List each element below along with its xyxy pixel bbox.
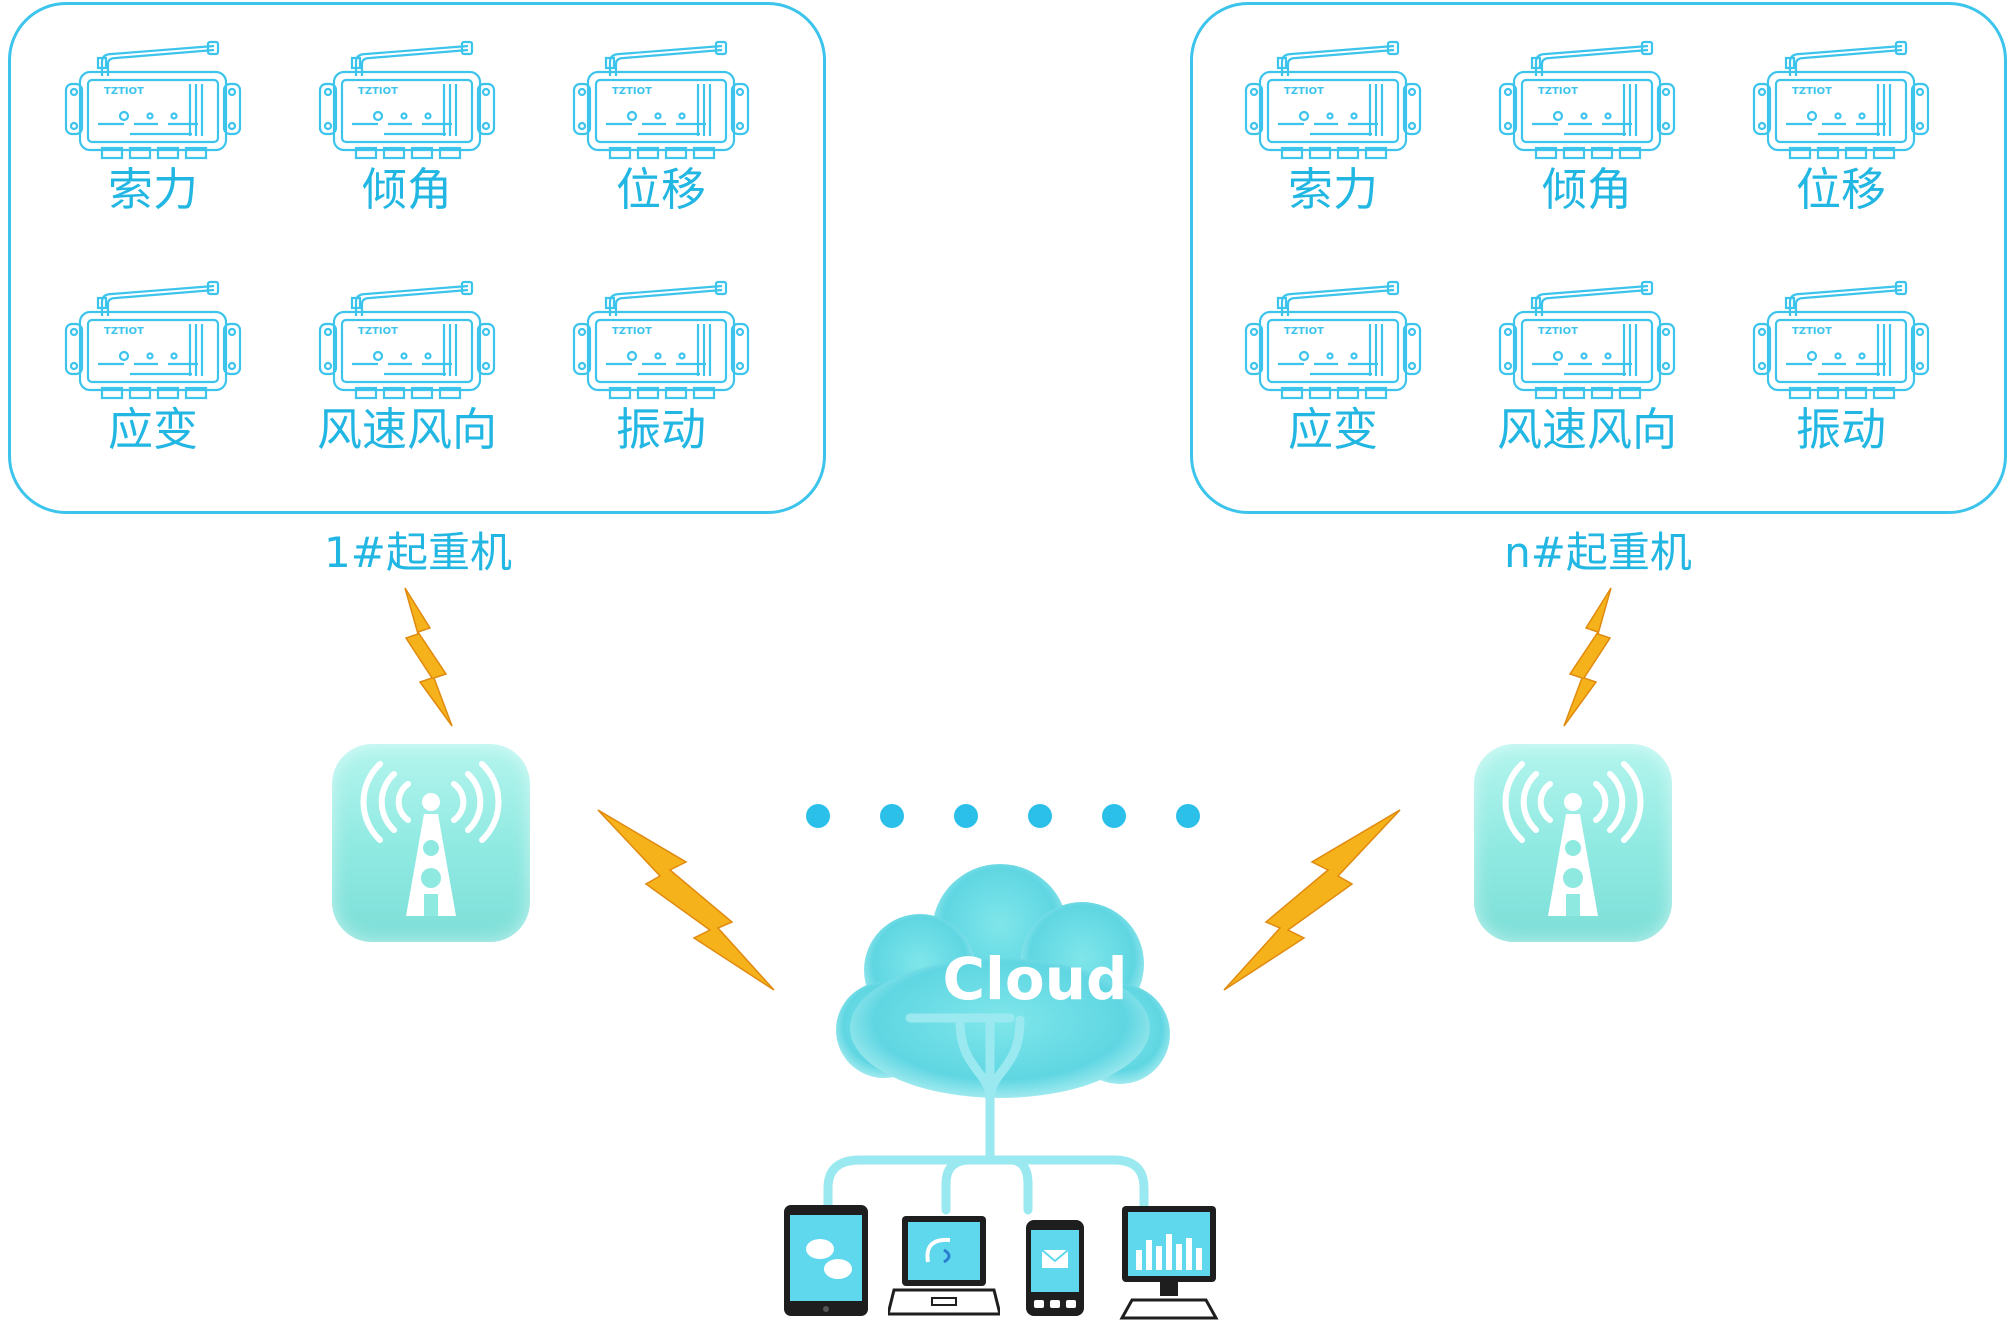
ellipsis-dot [880,804,904,828]
lightning-bolt-icon [1223,809,1401,991]
ellipsis-dot [954,804,978,828]
sensor-node-2-4: TZTIOT 应变 [1238,268,1428,458]
ellipsis-dot [1028,804,1052,828]
sensor-node-2-5: TZTIOT 风速风向 [1492,268,1682,458]
laptop-icon [888,1216,1000,1316]
sensor-label: 倾角 [1541,163,1632,216]
device-logo-text: TZTIOT [1792,86,1832,97]
wireless-sensor-device-icon: TZTIOT [1752,40,1930,160]
wireless-sensor-device-icon: TZTIOT [64,40,242,160]
device-logo-text: TZTIOT [358,326,398,337]
sensor-node-2-6: TZTIOT 振动 [1746,268,1936,458]
wireless-sensor-device-icon: TZTIOT [572,40,750,160]
sensor-node-1-4: TZTIOT 应变 [58,268,248,458]
sensor-label: 位移 [1795,163,1886,216]
wireless-sensor-device-icon: TZTIOT [1244,40,1422,160]
ellipsis-dot [1176,804,1200,828]
crane-1-label: 1#起重机 [324,528,512,577]
sensor-label: 索力 [107,163,198,216]
sensor-label: 应变 [107,403,198,456]
base-station-icon [332,744,530,942]
ellipsis-dot [1102,804,1126,828]
device-logo-text: TZTIOT [612,86,652,97]
base-station-icon [1474,744,1672,942]
phone-icon [1026,1220,1084,1316]
wireless-sensor-device-icon: TZTIOT [572,280,750,400]
crane-n-sensor-group [1190,2,2007,514]
sensor-node-2-1: TZTIOT 索力 [1238,28,1428,218]
ellipsis-dot [806,804,830,828]
device-logo-text: TZTIOT [1538,326,1578,337]
device-logo-text: TZTIOT [104,326,144,337]
device-logo-text: TZTIOT [1284,326,1324,337]
sensor-label: 振动 [615,403,706,456]
sensor-label: 倾角 [361,163,452,216]
device-logo-text: TZTIOT [1284,86,1324,97]
device-logo-text: TZTIOT [1792,326,1832,337]
wireless-sensor-device-icon: TZTIOT [64,280,242,400]
sensor-label: 应变 [1287,403,1378,456]
wireless-sensor-device-icon: TZTIOT [318,40,496,160]
monitor-icon [1119,1206,1219,1320]
sensor-label: 位移 [615,163,706,216]
crane-n-label: n#起重机 [1504,528,1692,577]
cloud-label: Cloud [942,945,1128,1013]
sensor-node-1-6: TZTIOT 振动 [566,268,756,458]
sensor-node-2-3: TZTIOT 位移 [1746,28,1936,218]
sensor-label: 振动 [1795,403,1886,456]
tablet-icon [784,1205,868,1316]
sensor-node-1-2: TZTIOT 倾角 [312,28,502,218]
device-logo-text: TZTIOT [1538,86,1578,97]
lightning-bolt-icon [1563,587,1612,727]
sensor-node-2-2: TZTIOT 倾角 [1492,28,1682,218]
connection-tree [823,1013,1149,1215]
wireless-sensor-device-icon: TZTIOT [1498,40,1676,160]
crane-1-sensor-group [8,2,826,514]
device-logo-text: TZTIOT [358,86,398,97]
sensor-label: 索力 [1287,163,1378,216]
cloud-icon [836,864,1170,1098]
wireless-sensor-device-icon: TZTIOT [1498,280,1676,400]
sensor-label: 风速风向 [1496,403,1677,456]
wireless-sensor-device-icon: TZTIOT [1244,280,1422,400]
wireless-sensor-device-icon: TZTIOT [1752,280,1930,400]
device-logo-text: TZTIOT [104,86,144,97]
sensor-node-1-5: TZTIOT 风速风向 [312,268,502,458]
lightning-bolt-icon [597,809,775,991]
wireless-sensor-device-icon: TZTIOT [318,280,496,400]
device-logo-text: TZTIOT [612,326,652,337]
sensor-node-1-3: TZTIOT 位移 [566,28,756,218]
lightning-bolt-icon [404,587,453,727]
sensor-label: 风速风向 [316,403,497,456]
sensor-node-1-1: TZTIOT 索力 [58,28,248,218]
